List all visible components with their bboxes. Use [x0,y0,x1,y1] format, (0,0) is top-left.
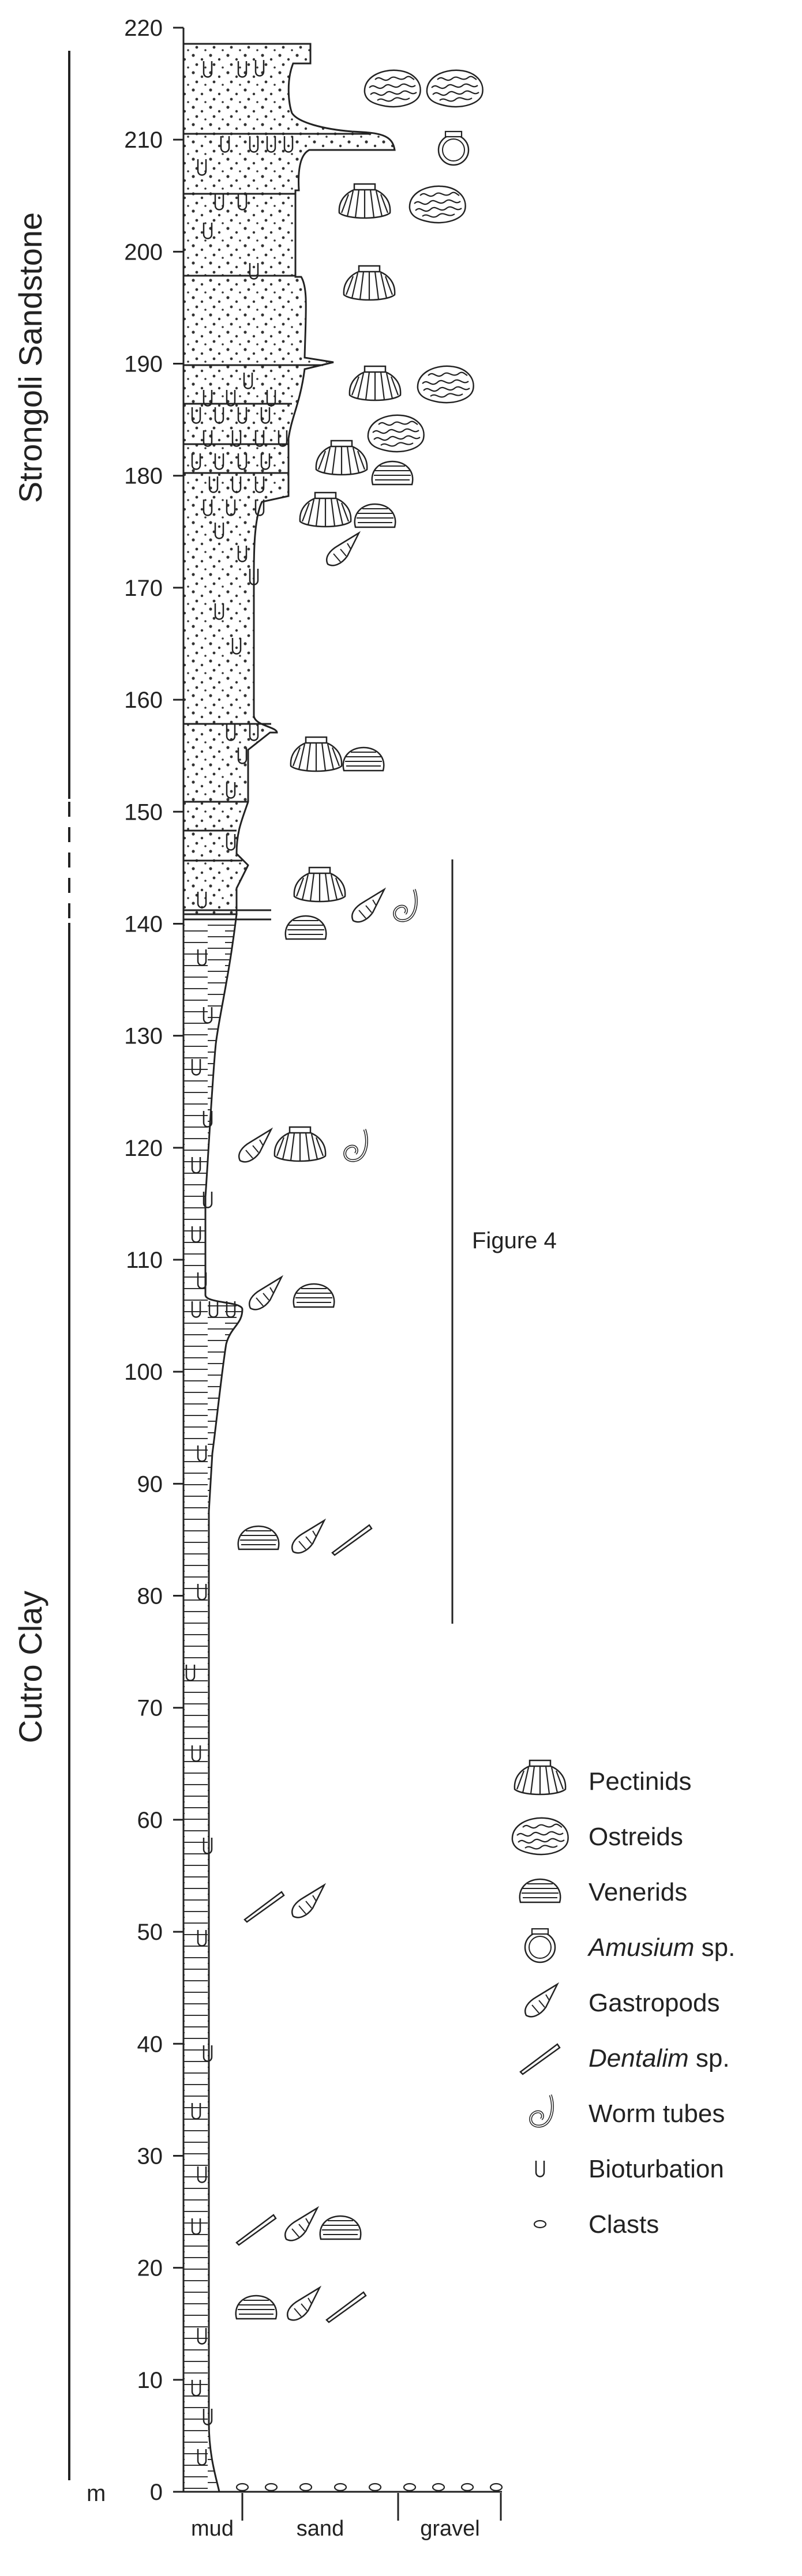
axis-tick-label: 140 [124,911,163,937]
axis-tick-label: 30 [137,2143,163,2169]
legend-label-italic: Dentalim [589,2044,689,2072]
clast-icon [235,2483,249,2492]
grain-label-gravel: gravel [420,2517,480,2541]
clast-icon [299,2483,313,2492]
axis-tick-label: 180 [124,464,163,489]
cutro-clay-label: Cutro Clay [12,1591,48,1744]
worm-tube-icon [531,2095,553,2126]
axis-tick-label: 0 [150,2480,163,2505]
clast-icon [333,2483,347,2492]
ostreid-icon [511,1817,569,1856]
pectinid-icon [514,1759,567,1796]
cutro-clay-column [182,913,243,2493]
legend-label: Venerids [589,1878,687,1906]
clast-icon [403,2483,417,2492]
legend-label-suffix: sp. [689,2044,730,2072]
clast-icon [533,2220,547,2229]
bioturbation-icon [535,2160,545,2177]
clast-icon [489,2483,503,2492]
axis-tick-label: 130 [124,1024,163,1049]
legend-label: Ostreids [589,1823,683,1851]
legend-label-italic: Amusium [587,1933,694,1962]
amusium-icon [524,1928,556,1963]
legend-label: Worm tubes [589,2100,725,2128]
axis-tick-label: 170 [124,576,163,601]
legend-label-suffix: sp. [694,1933,735,1962]
axis-tick-label: 220 [124,16,163,41]
legend-label: Dentalim sp. [589,2044,730,2072]
axis-tick-label: 120 [124,1136,163,1161]
figure-4-label: Figure 4 [472,1228,557,1253]
dentalium-icon [519,2043,561,2075]
legend-label: Gastropods [589,1989,719,2017]
axis-tick-label: 100 [124,1360,163,1385]
clast-icon [264,2483,278,2492]
axis-tick-label: 210 [124,127,163,153]
legend-label: Bioturbation [589,2155,724,2183]
legend-label: Clasts [589,2210,659,2239]
sandstone-bedding [183,133,369,921]
clast-icon [432,2483,445,2492]
clast-icon [460,2483,474,2492]
strongoli-sandstone-label: Strongoli Sandstone [12,212,48,503]
venerid-icon [519,1878,561,1903]
axis-tick-label: 110 [126,1248,163,1273]
axis-tick-label: 60 [137,1808,163,1833]
axis-tick-label: 50 [137,1920,163,1945]
axis-tick-label: 90 [137,1471,163,1497]
axis-tick-label: 10 [137,2368,163,2393]
axis-tick-label: 200 [124,239,163,265]
axis-tick-label: 190 [124,352,163,377]
axis-tick-label: 40 [137,2031,163,2057]
grain-label-sand: sand [297,2517,344,2541]
basal-clasts [235,2483,503,2492]
grain-label-mud: mud [191,2517,234,2541]
legend-label: Pectinids [589,1767,692,1796]
axis-tick-label: 160 [124,688,163,713]
depth-unit-label: m [87,2481,106,2506]
clast-icon [368,2483,382,2492]
axis-tick-label: 20 [137,2256,163,2281]
legend-label: Amusium sp. [587,1933,735,1962]
strongoli-sandstone-column [182,43,396,915]
axis-tick-label: 70 [137,1696,163,1721]
depth-axis-ticks: 0 10 20 30 40 50 60 70 80 90 100 110 120 130 140 150 160… [124,16,183,2505]
axis-tick-label: 150 [124,799,163,825]
axis-tick-label: 80 [137,1584,163,1609]
gastropod-icon [524,1983,559,2018]
